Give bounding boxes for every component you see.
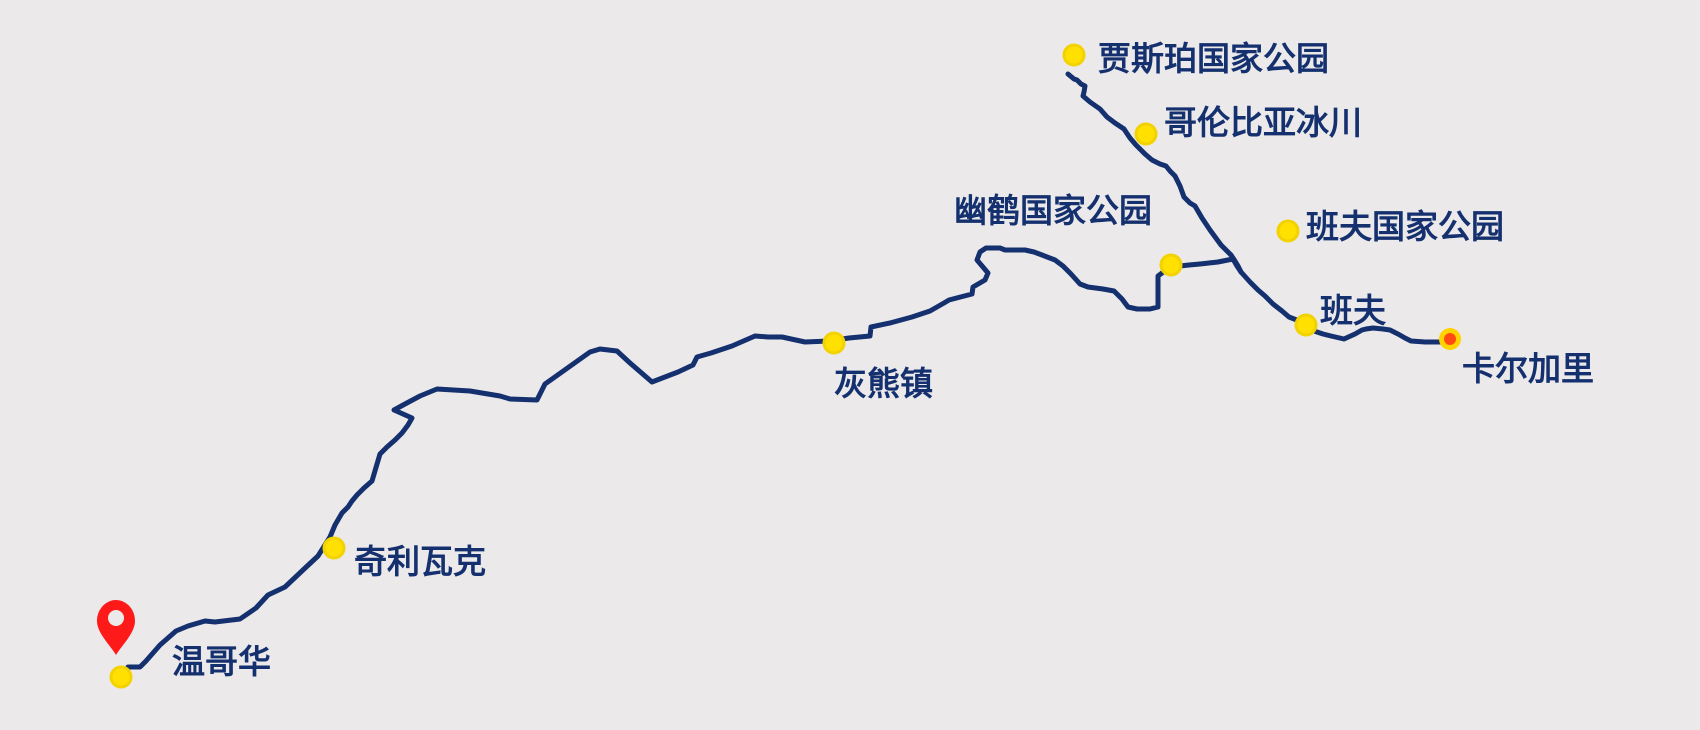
main-route-line bbox=[125, 245, 1458, 670]
place-label-yoho-np: 幽鹤国家公园 bbox=[954, 191, 1152, 230]
destination-dot-icon[interactable] bbox=[1439, 328, 1461, 350]
location-dot-icon[interactable] bbox=[822, 331, 846, 355]
jasper-branch-line bbox=[1065, 71, 1244, 275]
place-label-vancouver: 温哥华 bbox=[172, 642, 271, 681]
place-label-banff-np: 班夫国家公园 bbox=[1306, 207, 1504, 246]
location-dot-icon[interactable] bbox=[1276, 219, 1300, 243]
location-dot-icon[interactable] bbox=[322, 536, 346, 560]
place-label-chilliwack: 奇利瓦克 bbox=[354, 542, 486, 581]
location-dot-icon[interactable] bbox=[1294, 313, 1318, 337]
place-label-columbia-icefield: 哥伦比亚冰川 bbox=[1164, 103, 1362, 142]
place-label-grizzly-town: 灰熊镇 bbox=[834, 364, 933, 403]
location-dot-icon[interactable] bbox=[1134, 122, 1158, 146]
place-label-jasper-np: 贾斯珀国家公园 bbox=[1098, 39, 1329, 78]
location-dot-icon[interactable] bbox=[1062, 43, 1086, 67]
map-pin-icon bbox=[97, 600, 135, 655]
place-label-calgary: 卡尔加里 bbox=[1462, 349, 1594, 388]
location-dot-icon[interactable] bbox=[1159, 253, 1183, 277]
place-label-banff: 班夫 bbox=[1320, 291, 1387, 330]
location-dot-icon[interactable] bbox=[109, 665, 133, 689]
